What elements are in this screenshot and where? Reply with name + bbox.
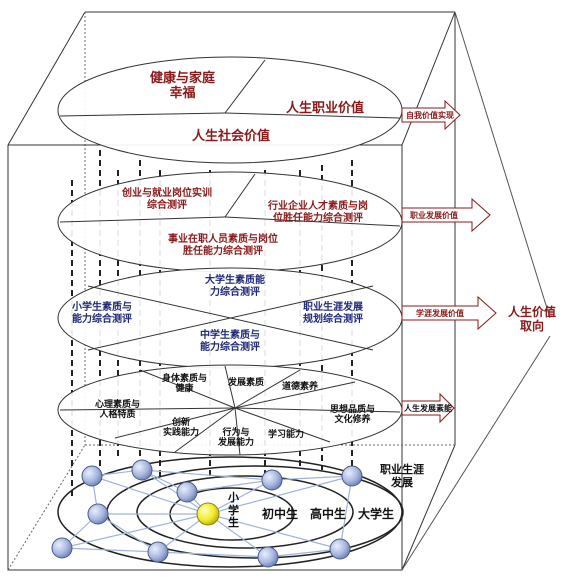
label-university-student: 大学生 [358, 507, 395, 521]
label-career-value: 人生职业价值 [286, 101, 365, 116]
label-senior-student: 高中生 [310, 507, 347, 521]
network-node [329, 538, 351, 560]
base-rings [57, 456, 404, 568]
arrow-label-career-value: 职业发展价值 [410, 210, 458, 220]
label-primary-student: 小学生 [228, 491, 239, 530]
arrow-study-value [401, 295, 497, 331]
label-psychology: 心理素质与人格特质 [95, 400, 141, 421]
label-behavior: 行为与发展能力 [218, 428, 255, 449]
layer-4-ellipse [57, 364, 403, 456]
network-node [147, 541, 169, 563]
label-primary-eval: 小学生素质与能力综合测评 [72, 302, 132, 325]
center-node [196, 502, 220, 526]
label-middle-eval: 中学生素质与能力综合测评 [200, 330, 260, 353]
arrow-career-value [401, 197, 491, 233]
label-development: 发展素质 [228, 378, 265, 388]
arrow-life-dev [401, 392, 455, 424]
label-incumbent: 事业在职人员素质与岗位胜任能力综合测评 [168, 234, 278, 257]
network-node [87, 503, 109, 525]
network-node [176, 481, 198, 503]
layer-3-ellipse [57, 267, 403, 369]
label-health-family: 健康与家庭幸福 [150, 71, 216, 101]
arrow-self-value [401, 99, 461, 131]
label-ethics: 道德素养 [282, 382, 319, 392]
network-node [257, 546, 279, 568]
layer-1-ellipse [57, 56, 403, 164]
label-ideology: 思想品质与文化修养 [330, 405, 376, 426]
network-node [51, 537, 73, 559]
label-innovation: 创新实践能力 [163, 418, 200, 439]
network-node [341, 465, 363, 487]
network-node [131, 459, 153, 481]
label-junior-student: 初中生 [262, 507, 299, 521]
label-university-eval: 大学生素质能力综合测评 [205, 275, 265, 298]
label-career-planning-eval: 职业生涯发展规划综合测评 [303, 302, 363, 325]
label-industry: 行业企业人才素质与岗位胜任能力综合测评 [268, 201, 368, 224]
arrow-label-study-value: 学涯发展价值 [416, 308, 464, 318]
value-arrows [401, 99, 497, 424]
network-nodes [51, 459, 363, 568]
label-physical: 身体素质与健康 [162, 374, 208, 395]
arrow-label-self-value: 自我价值实现 [406, 110, 454, 120]
label-life-value: 人生价值取向 [508, 305, 557, 333]
label-learning: 学习能力 [268, 430, 305, 440]
label-entrepreneurship: 创业与就业岗位实训综合测评 [122, 188, 212, 211]
arrow-label-life-dev: 人生发展素能 [404, 403, 452, 413]
network-node [81, 465, 103, 487]
convergence-lines [401, 11, 551, 571]
label-social-value: 人生社会价值 [192, 129, 271, 144]
network-node [261, 469, 283, 491]
label-career-dev: 职业生涯发展 [380, 463, 424, 489]
